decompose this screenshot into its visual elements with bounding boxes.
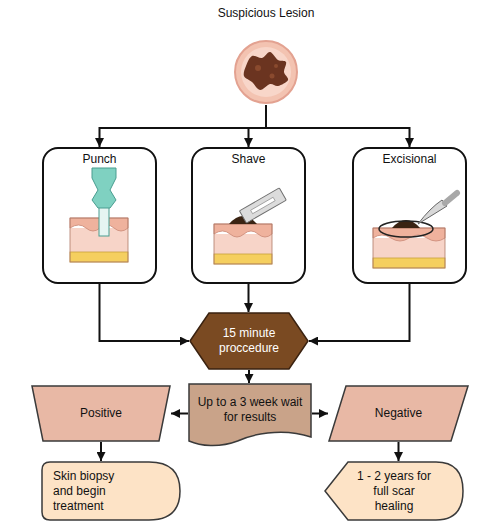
node-label: Skin biopsy and begin treatment — [53, 469, 137, 514]
document-shape — [189, 384, 311, 446]
lesion-spot — [274, 64, 278, 68]
blade-slot — [251, 197, 276, 213]
flow-arrow — [312, 413, 328, 415]
node-label: Up to a 3 week wait for results — [192, 395, 308, 425]
outcome-shape: Skin biopsy and begin treatment — [41, 461, 181, 521]
document-shape: Up to a 3 week wait for results — [188, 383, 312, 447]
flow-arrow — [248, 370, 250, 383]
flow-arrow — [309, 284, 410, 341]
result-shape — [329, 386, 468, 441]
lesion-circle: Suspicious Lesion — [200, 4, 332, 105]
result-shape: Negative — [328, 385, 469, 442]
flow-arrow — [171, 413, 188, 415]
punch-shaft — [99, 206, 109, 236]
fat-layer — [214, 254, 272, 264]
epidermis-layer — [214, 224, 272, 237]
result-shape — [32, 386, 170, 441]
lesion-spot — [255, 65, 261, 71]
method-box: Shave — [191, 147, 306, 284]
epidermis-layer — [373, 228, 445, 241]
node-label: Shave — [231, 152, 265, 167]
scalpel-handle — [445, 193, 457, 203]
process-hexagon: 15 minute proccedure — [189, 312, 309, 370]
outcome-shape: 1 - 2 years for full scar healing — [324, 461, 464, 521]
flow-arrow — [248, 284, 250, 312]
outcome-shape — [42, 462, 180, 520]
process-hexagon — [190, 313, 308, 369]
node-label: Positive — [80, 406, 122, 421]
skin-block — [214, 224, 272, 264]
outcome-shape — [325, 462, 463, 520]
excision-outline — [379, 221, 433, 237]
flow-arrow — [249, 105, 267, 147]
lesion-skin — [235, 41, 297, 103]
method-box: Excisional — [352, 147, 467, 284]
result-shape: Positive — [31, 385, 171, 442]
lesion-blob — [244, 52, 288, 90]
punch-tool — [92, 168, 116, 208]
node-label: Suspicious Lesion — [218, 6, 315, 21]
razor-blade — [239, 188, 286, 223]
lesion-spot — [270, 74, 275, 79]
fat-layer — [373, 258, 445, 268]
node-label: Excisional — [382, 152, 436, 167]
flow-arrow — [100, 442, 102, 461]
method-box: Punch — [42, 147, 157, 284]
flow-arrow — [266, 105, 410, 147]
node-label: 1 - 2 years for full scar healing — [354, 469, 434, 514]
node-label: 15 minute proccedure — [211, 326, 287, 356]
flow-arrow — [100, 105, 267, 147]
fat-layer — [70, 252, 128, 262]
flow-arrow — [100, 284, 190, 341]
flow-arrow — [398, 442, 400, 461]
node-label: Negative — [375, 406, 422, 421]
node-label: Punch — [82, 152, 116, 167]
lesion-halo — [241, 47, 291, 97]
